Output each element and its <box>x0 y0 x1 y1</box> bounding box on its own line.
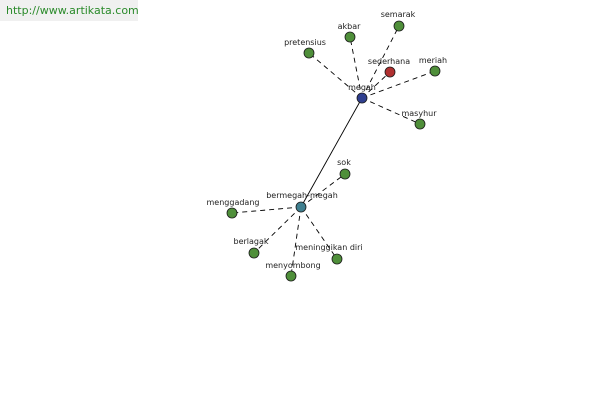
edge-bermegah-meninggikan <box>300 206 338 260</box>
node-label-pretensius[interactable]: pretensius <box>284 38 326 47</box>
node-sederhana[interactable] <box>384 66 396 78</box>
node-label-semarak[interactable]: semarak <box>381 10 416 19</box>
node-bermegah[interactable] <box>295 201 307 213</box>
graph-edges <box>231 25 436 277</box>
edge-bermegah-sok <box>300 173 346 208</box>
node-semarak[interactable] <box>393 20 405 32</box>
node-pretensius[interactable] <box>303 47 315 59</box>
node-label-masyhur[interactable]: masyhur <box>401 109 437 118</box>
node-label-sok[interactable]: sok <box>337 158 351 167</box>
node-masyhur[interactable] <box>414 118 426 130</box>
node-menyombong[interactable] <box>285 270 297 282</box>
site-url[interactable]: http://www.artikata.com <box>6 4 139 17</box>
edge-megah-akbar <box>349 36 363 99</box>
node-label-meninggikan[interactable]: meninggikan diri <box>295 243 362 252</box>
edge-megah-bermegah <box>300 97 363 208</box>
edge-bermegah-menyombong <box>290 206 302 277</box>
node-meriah[interactable] <box>429 65 441 77</box>
node-akbar[interactable] <box>344 31 356 43</box>
edge-bermegah-berlagak <box>253 206 302 254</box>
node-meninggikan[interactable] <box>331 253 343 265</box>
edge-megah-sederhana <box>361 71 391 99</box>
node-sok[interactable] <box>339 168 351 180</box>
node-label-meriah[interactable]: meriah <box>419 56 447 65</box>
url-bar: http://www.artikata.com <box>0 0 139 21</box>
edge-megah-semarak <box>361 25 400 99</box>
node-label-sederhana[interactable]: sederhana <box>368 57 410 66</box>
node-label-menggadang[interactable]: menggadang <box>207 198 260 207</box>
graph-nodes: megah bermegah-megah sederhana akbar semarak… <box>207 10 447 282</box>
node-label-berlagak[interactable]: berlagak <box>233 237 268 246</box>
node-label-menyombong[interactable]: menyombong <box>265 261 320 270</box>
node-label-bermegah[interactable]: bermegah-megah <box>266 191 338 200</box>
node-label-akbar[interactable]: akbar <box>338 22 362 31</box>
node-menggadang[interactable] <box>226 207 238 219</box>
node-label-megah[interactable]: megah <box>348 83 376 92</box>
node-berlagak[interactable] <box>248 247 260 259</box>
edge-megah-meriah <box>361 70 436 99</box>
edge-bermegah-menggadang <box>231 206 302 214</box>
edge-megah-masyhur <box>361 97 421 125</box>
edge-megah-pretensius <box>308 52 363 99</box>
node-megah[interactable] <box>356 92 368 104</box>
